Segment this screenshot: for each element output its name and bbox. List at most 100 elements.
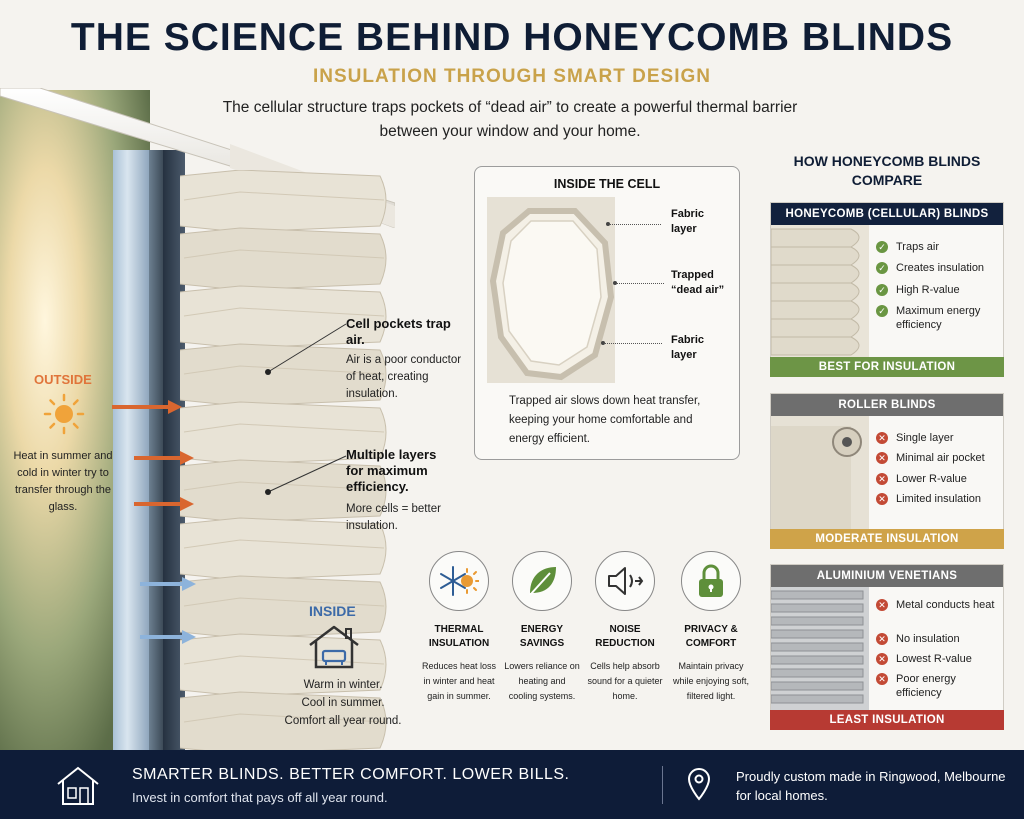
check-icon: ✓ [876, 241, 888, 253]
benefit-icon-circle [429, 551, 489, 611]
cool-arrow [140, 577, 196, 591]
x-icon: ✕ [876, 493, 888, 505]
feature-text: Poor energy efficiency [896, 673, 956, 699]
benefit-body: Maintain privacy while enjoying soft, fi… [672, 661, 750, 701]
card-footer: LEAST INSULATION [770, 710, 1004, 730]
x-icon: ✕ [876, 452, 888, 464]
leaf-icon [529, 567, 556, 596]
cell-crease [183, 481, 385, 491]
footer-bar: SMARTER BLINDS. BETTER COMFORT. LOWER BI… [0, 750, 1024, 819]
intro-text: The cellular structure traps pockets of … [222, 99, 798, 140]
x-icon: ✕ [876, 473, 888, 485]
card-footer: BEST FOR INSULATION [770, 357, 1004, 377]
blind-cell [180, 633, 387, 697]
callout-title: Cell pockets trap air. [346, 316, 451, 347]
venetian-blind-thumbnail [771, 587, 869, 711]
benefit-noise: NOISE REDUCTION Cells help absorb sound … [586, 551, 664, 704]
blind-cell [180, 575, 387, 639]
feature-item: ✓ Creates insulation [876, 261, 1001, 275]
speaker-icon [608, 567, 644, 595]
x-icon: ✕ [876, 653, 888, 665]
feature-text: Minimal air pocket [896, 452, 985, 464]
label-dot [601, 341, 605, 345]
feature-text: High R-value [896, 284, 960, 296]
feature-item: ✕ Metal conducts heat [876, 598, 1001, 612]
cell-caption: Trapped air slows down heat transfer, ke… [509, 395, 701, 445]
cool-arrow [140, 630, 196, 644]
inside-the-cell-panel: INSIDE THE CELL Fabric layer Trapped “de… [474, 166, 740, 460]
feature-text: No insulation [896, 633, 960, 645]
blind-cell [180, 691, 387, 750]
cell-cross-section [487, 197, 615, 383]
cell-crease [183, 423, 385, 433]
feature-text: Metal conducts heat [896, 599, 995, 611]
inside-line: Cool in summer. [301, 697, 385, 709]
window-frame [113, 150, 149, 750]
label-line [609, 224, 661, 225]
snowflake-sun-icon [440, 566, 479, 596]
location-pin-icon [687, 768, 711, 801]
outside-label: OUTSIDE [34, 372, 92, 387]
benefit-thermal: THERMAL INSULATION Reduces heat loss in … [420, 551, 498, 704]
card-footer: MODERATE INSULATION [770, 529, 1004, 549]
compare-card-roller: ROLLER BLINDS ✕Single layer ✕Minimal air… [770, 393, 1004, 549]
check-icon: ✓ [876, 262, 888, 274]
x-icon: ✕ [876, 633, 888, 645]
compare-heading: HOW HONEYCOMB BLINDS COMPARE [793, 153, 981, 188]
venetian-slat [771, 668, 864, 678]
compare-card-honeycomb: HONEYCOMB (CELLULAR) BLINDS ✓Traps air ✓… [770, 202, 1004, 377]
fabric-layer-label: Fabric layer [671, 208, 705, 235]
venetian-slat [771, 616, 864, 626]
blind-cell [180, 459, 387, 523]
home-icon [57, 766, 99, 805]
venetian-slat [771, 681, 864, 691]
venetian-slat [771, 603, 864, 613]
roller-blind-thumbnail [771, 416, 869, 530]
benefit-title: ENERGY SAVINGS [519, 624, 565, 649]
venetian-slat [771, 655, 864, 665]
cell-crease [183, 539, 385, 549]
benefit-title: THERMAL INSULATION [428, 624, 490, 649]
compare-card-venetians: ALUMINIUM VENETIANS ✕Metal conducts heat… [770, 564, 1004, 730]
callout-body: More cells = better insulation. [346, 503, 441, 532]
page-subtitle: INSULATION THROUGH SMART DESIGN [313, 66, 711, 87]
label-line [616, 283, 664, 284]
footer-subline: Invest in comfort that pays off all year… [132, 790, 388, 805]
x-icon: ✕ [876, 599, 888, 611]
callout-leader [265, 455, 347, 495]
feature-text: Single layer [896, 432, 954, 444]
check-icon: ✓ [876, 305, 888, 317]
inside-text: Warm in winter. Cool in summer. Comfort … [278, 676, 408, 730]
heat-arrow [112, 400, 182, 414]
heat-arrow [134, 451, 194, 465]
benefit-title: NOISE REDUCTION [595, 624, 655, 649]
feature-item: ✓ Traps air [876, 240, 1001, 254]
benefit-body: Cells help absorb sound for a quieter ho… [587, 661, 663, 701]
benefit-privacy: PRIVACY & COMFORT Maintain privacy while… [672, 551, 750, 704]
cell-crease [183, 249, 385, 259]
inside-label: INSIDE [309, 603, 356, 619]
sun-icon [43, 393, 85, 435]
benefit-body: Reduces heat loss in winter and heat gai… [421, 661, 497, 701]
feature-item: ✕Single layer [876, 431, 1001, 445]
cell-crease [183, 713, 385, 723]
label-line [604, 343, 662, 344]
benefit-icon-circle [512, 551, 572, 611]
inside-line: Comfort all year round. [284, 715, 402, 727]
feature-text: Traps air [896, 241, 939, 253]
feature-text: Lowest R-value [896, 653, 972, 665]
blind-cell [180, 517, 387, 581]
benefit-energy: ENERGY SAVINGS Lowers reliance on heatin… [503, 551, 581, 704]
cell-crease [183, 365, 385, 375]
page-title: THE SCIENCE BEHIND HONEYCOMB BLINDS [70, 16, 954, 59]
feature-text: Creates insulation [896, 262, 985, 274]
outside-text: Heat in summer and cold in winter try to… [13, 450, 113, 513]
venetian-slat [771, 642, 864, 652]
check-icon: ✓ [876, 284, 888, 296]
feature-text: Maximum energy efficiency [896, 305, 981, 331]
x-icon: ✕ [876, 673, 888, 685]
benefit-title: PRIVACY & COMFORT [684, 624, 738, 649]
window-frame-inner [149, 150, 163, 750]
footer-location: Proudly custom made in Ringwood, Melbour… [736, 769, 1006, 803]
cell-crease [183, 597, 385, 607]
